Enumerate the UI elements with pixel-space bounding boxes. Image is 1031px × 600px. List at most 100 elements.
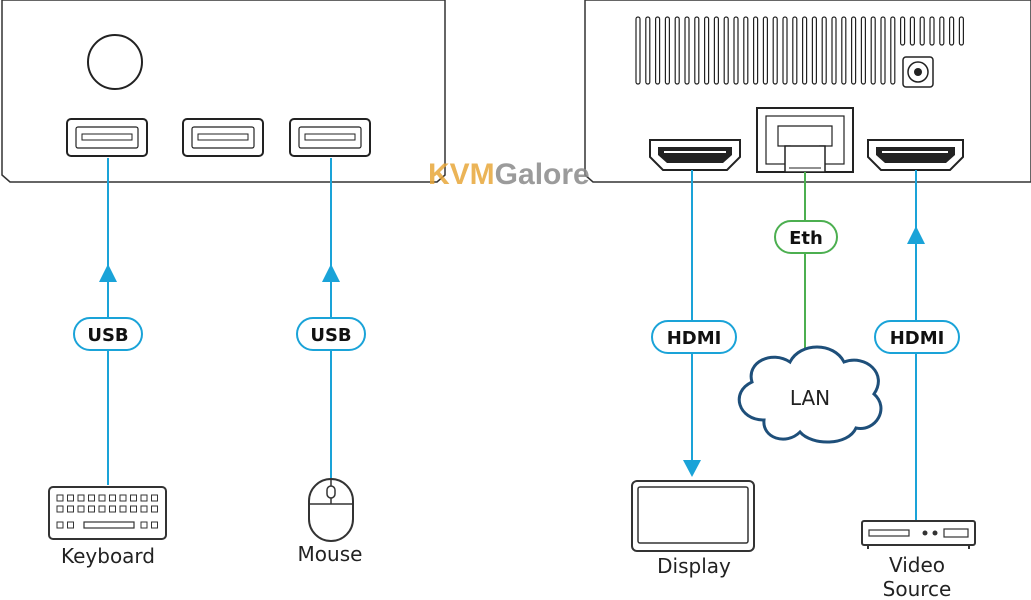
key-icon <box>98 494 106 502</box>
display-label: Display <box>657 554 731 578</box>
key-icon <box>119 494 127 502</box>
key-icon <box>56 505 64 513</box>
left-device-panel <box>1 0 446 183</box>
vent-slot <box>654 16 661 85</box>
vent-slot <box>850 16 857 85</box>
hdmi-display-cable <box>683 170 701 477</box>
vent-slot <box>792 16 798 85</box>
arrow-up-icon <box>99 264 117 282</box>
usb-port-3 <box>289 118 371 157</box>
lan-label: LAN <box>790 386 830 410</box>
vent-slot <box>811 16 818 85</box>
hdmi-label-text: HDMI <box>890 328 945 349</box>
vent-slot <box>762 16 769 85</box>
key-icon <box>151 494 158 502</box>
ventilation-grille <box>635 16 965 85</box>
key-icon <box>140 521 148 529</box>
vent-slot <box>723 16 729 85</box>
usb-label-text: USB <box>87 325 128 346</box>
vent-slot <box>635 16 641 85</box>
vent-slot <box>958 16 965 46</box>
arrow-up-icon <box>322 264 340 282</box>
power-button <box>87 34 143 90</box>
vent-slot <box>841 16 847 85</box>
vent-slot <box>772 16 778 85</box>
watermark-galore: Galore <box>495 158 590 191</box>
vent-slot <box>752 16 759 85</box>
usb-port-1 <box>66 118 148 157</box>
vent-slot <box>684 16 690 85</box>
vent-slot <box>860 16 867 85</box>
hdmi-source-label: HDMI <box>874 320 960 354</box>
key-icon <box>98 505 106 513</box>
vent-slot <box>919 16 925 46</box>
vent-slot <box>782 16 788 85</box>
video-source-label-line2: Source <box>883 577 952 600</box>
eth-label: Eth <box>774 220 838 254</box>
mouse-icon <box>308 478 354 542</box>
usb-port-2 <box>182 118 264 157</box>
watermark-kvm: KVM <box>428 158 495 191</box>
arrow-down-icon <box>683 460 701 477</box>
hdmi-display-label: HDMI <box>651 320 737 354</box>
keyboard-label: Keyboard <box>61 544 155 568</box>
vent-slot <box>909 16 916 46</box>
mouse-label: Mouse <box>298 542 363 566</box>
video-source-label-line1: Video <box>889 553 945 577</box>
key-icon <box>140 505 148 513</box>
key-icon <box>109 494 116 502</box>
right-device-panel <box>584 0 1031 183</box>
key-icon <box>56 494 64 502</box>
key-icon <box>130 505 137 513</box>
key-icon <box>67 494 74 502</box>
lan-cloud-icon: LAN <box>737 345 883 444</box>
key-icon <box>109 505 116 513</box>
vent-slot <box>831 16 837 85</box>
vent-slot <box>939 16 945 46</box>
key-icon <box>56 521 64 529</box>
display-icon <box>631 480 755 552</box>
vent-slot <box>948 16 955 46</box>
vent-slot <box>801 16 808 85</box>
vent-slot <box>890 16 896 85</box>
vent-slot <box>645 16 651 85</box>
vent-slot <box>899 16 906 46</box>
key-icon <box>140 494 148 502</box>
svg-text:KVMGalore: KVMGalore <box>428 158 590 191</box>
ethernet-port <box>756 107 854 173</box>
key-icon <box>67 505 74 513</box>
usb-keyboard-label: USB <box>73 317 143 351</box>
vent-slot <box>743 16 749 85</box>
key-icon <box>119 505 127 513</box>
kvmgalore-watermark: KVMGalore <box>428 158 590 191</box>
key-icon <box>88 494 95 502</box>
vent-slot <box>703 16 710 85</box>
vent-slot <box>880 16 886 85</box>
hdmi-out-port <box>649 139 741 171</box>
vent-slot <box>674 16 680 85</box>
key-icon <box>77 505 85 513</box>
antenna-connector <box>902 56 934 88</box>
vent-slot <box>694 16 700 85</box>
eth-label-text: Eth <box>789 228 823 249</box>
key-icon <box>151 521 158 529</box>
key-icon <box>77 494 85 502</box>
hdmi-in-port <box>867 139 964 171</box>
key-icon <box>130 494 137 502</box>
key-icon <box>88 505 95 513</box>
vent-slot <box>713 16 720 85</box>
video-source-player-icon <box>861 520 976 549</box>
usb-label-text: USB <box>310 325 351 346</box>
vent-slot <box>870 16 876 85</box>
key-icon <box>67 521 74 529</box>
arrow-up-icon <box>907 226 925 244</box>
vent-slot <box>929 16 935 46</box>
hdmi-label-text: HDMI <box>667 328 722 349</box>
keyboard-icon <box>48 486 167 540</box>
vent-slot <box>664 16 671 85</box>
vent-slot <box>821 16 827 85</box>
vent-slot <box>733 16 739 85</box>
usb-mouse-label: USB <box>296 317 366 351</box>
key-icon <box>151 505 158 513</box>
